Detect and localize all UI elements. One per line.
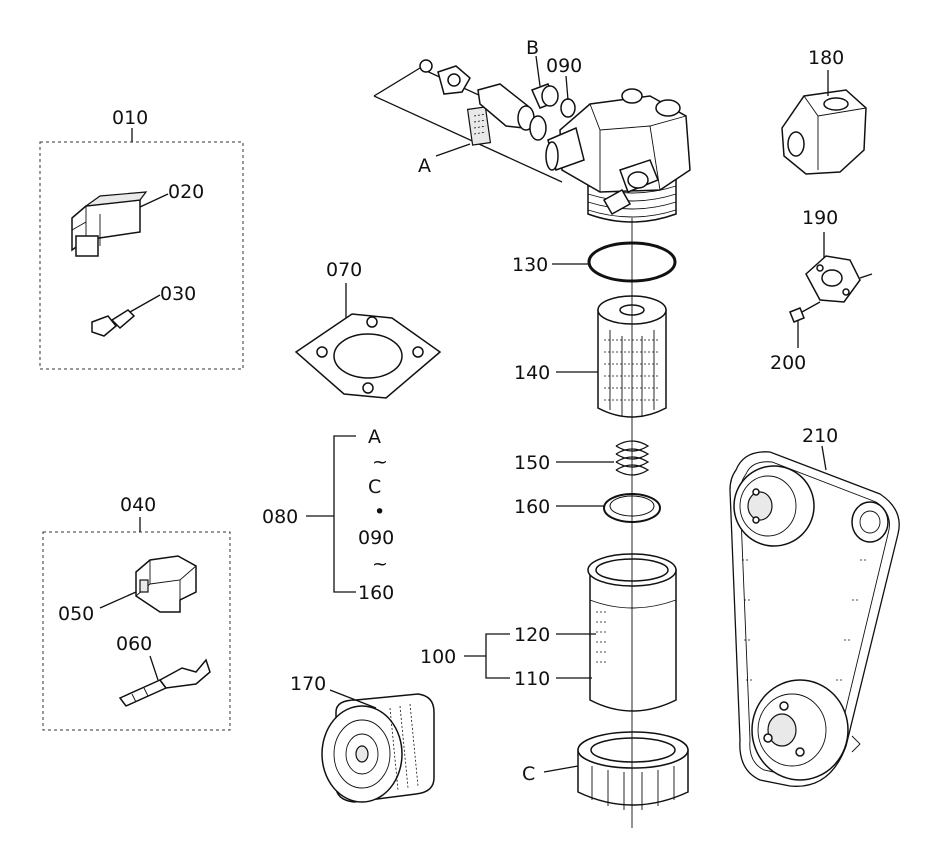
flange-190-part <box>805 232 873 303</box>
kit-080-line-3: C <box>368 476 381 498</box>
label-080: 080 <box>262 506 298 528</box>
filter-head-part <box>373 55 691 223</box>
filter-170-part <box>321 689 435 803</box>
label-050: 050 <box>58 603 94 625</box>
label-210: 210 <box>802 425 838 447</box>
ref-b-label: B <box>526 37 539 59</box>
label-110: 110 <box>514 668 550 690</box>
connector-050-part <box>99 555 197 613</box>
label-120: 120 <box>514 624 550 646</box>
bracket-100 <box>464 633 510 679</box>
terminal-030-part <box>91 294 161 337</box>
label-160: 160 <box>514 496 550 518</box>
label-100: 100 <box>420 646 456 668</box>
kit-080-line-2: ~ <box>372 451 388 473</box>
label-010: 010 <box>112 107 148 129</box>
bowl-110-part <box>556 553 677 712</box>
ring-160-part <box>556 493 661 523</box>
label-150: 150 <box>514 452 550 474</box>
connector-020-part <box>71 191 169 257</box>
ref-a-label: A <box>418 155 431 177</box>
terminal-060-part <box>118 655 211 707</box>
ring-nut-c-part <box>543 731 689 810</box>
o-ring-130-part <box>552 241 677 283</box>
gasket-070-part <box>294 283 442 399</box>
label-090: 090 <box>546 55 582 77</box>
group-040 <box>42 517 231 731</box>
kit-080-line-1: A <box>368 426 381 448</box>
belt-210-part <box>729 445 900 787</box>
kit-080-bracket <box>306 435 356 593</box>
kit-080-line-4: • <box>374 501 385 523</box>
kit-080-line-5: 090 <box>358 527 394 549</box>
label-060: 060 <box>116 633 152 655</box>
label-020: 020 <box>168 181 204 203</box>
label-140: 140 <box>514 362 550 384</box>
kit-080-line-7: 160 <box>358 582 394 604</box>
element-140-part <box>556 295 667 418</box>
label-070: 070 <box>326 259 362 281</box>
label-030: 030 <box>160 283 196 305</box>
bolt-200-part <box>789 301 821 348</box>
kit-080-line-6: ~ <box>372 553 388 575</box>
ref-c-label: C <box>522 763 535 785</box>
head-180-part <box>781 70 867 175</box>
label-170: 170 <box>290 673 326 695</box>
label-200: 200 <box>770 352 806 374</box>
group-010-box <box>39 141 244 370</box>
label-190: 190 <box>802 207 838 229</box>
label-130: 130 <box>512 254 548 276</box>
label-040: 040 <box>120 494 156 516</box>
spring-150-part <box>556 440 650 476</box>
group-010 <box>39 128 244 370</box>
label-180: 180 <box>808 47 844 69</box>
